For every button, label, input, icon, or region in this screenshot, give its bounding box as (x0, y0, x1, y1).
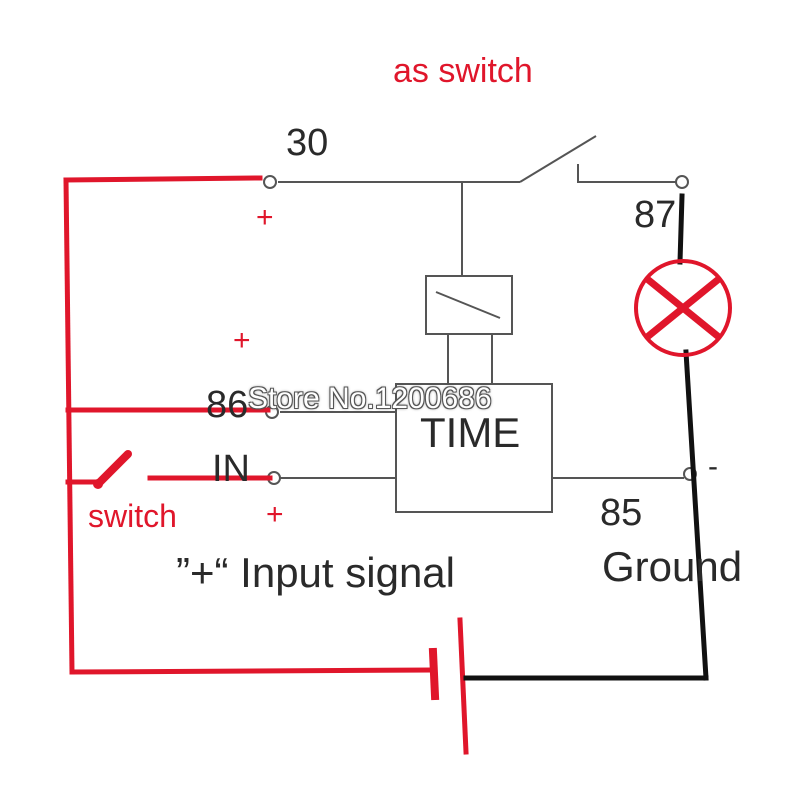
diagram-title: as switch (393, 52, 533, 90)
relay-coil-icon (425, 275, 513, 335)
terminal-30 (263, 175, 277, 189)
minus-sign-85: - (708, 450, 718, 483)
black-wire-lamp-to-ground (683, 349, 709, 681)
ground-wiring (463, 193, 709, 681)
lamp-x-icon (634, 259, 732, 357)
red-wire-bottom (69, 667, 435, 675)
battery-long-plate (457, 617, 469, 755)
store-watermark: Store No.1200686 (248, 382, 492, 415)
ground-label: Ground (602, 543, 743, 590)
plus-sign-in: + (266, 498, 284, 531)
positive-wiring (63, 175, 435, 675)
terminal-87-label: 87 (634, 194, 677, 236)
plus-sign-30: + (256, 201, 274, 234)
terminal-85-label: 85 (600, 492, 643, 534)
terminal-86-label: 86 (206, 384, 249, 426)
wire-contact-87 (577, 164, 680, 183)
relay-contact-blade (519, 135, 597, 183)
timer-label: TIME (420, 409, 521, 456)
black-wire-87-to-lamp (677, 193, 685, 265)
terminal-87 (675, 175, 689, 189)
terminal-in-label: IN (212, 448, 250, 490)
battery-icon (428, 617, 469, 755)
plus-sign-86: + (233, 324, 251, 357)
switch-label: switch (88, 498, 177, 534)
schematic (263, 135, 697, 513)
red-wire-left-vertical (63, 177, 75, 675)
timer-box (395, 383, 553, 513)
battery-short-plate (428, 647, 440, 701)
terminal-30-label: 30 (286, 122, 329, 164)
input-signal-label: ”+“ Input signal (176, 549, 455, 596)
switch-icon (93, 450, 132, 489)
red-wire-to-30 (63, 175, 263, 183)
